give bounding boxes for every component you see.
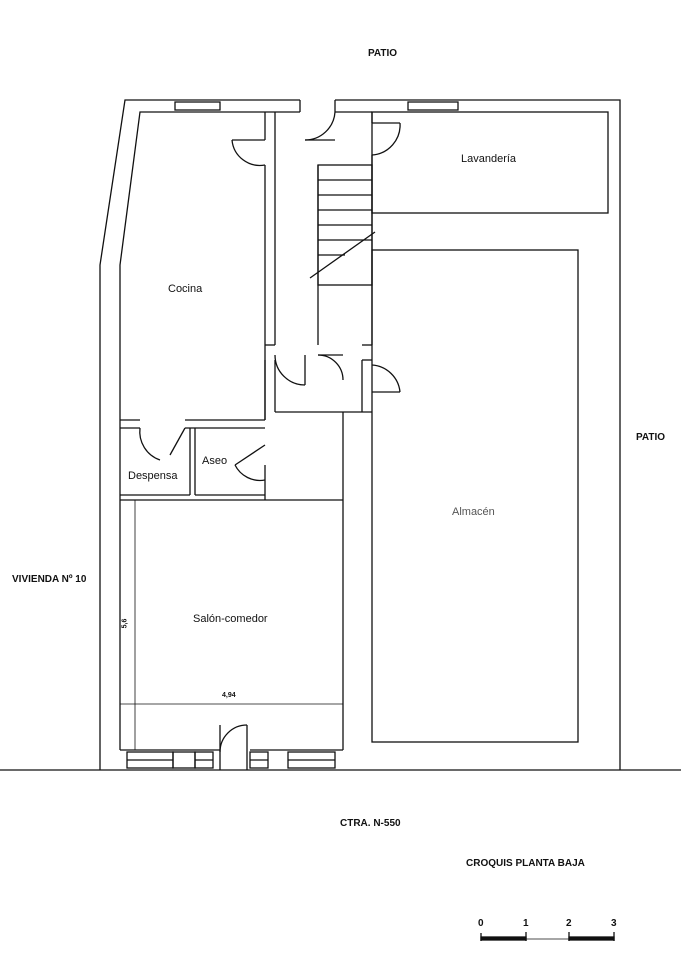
label-road: CTRA. N-550 (340, 818, 401, 829)
room-aseo: Aseo (202, 455, 228, 467)
entrance-door-swing (219, 724, 248, 753)
scale-bar (480, 932, 615, 941)
corridor-walls (264, 111, 401, 420)
room-salon: Salón-comedor (193, 613, 268, 625)
plan-title: CROQUIS PLANTA BAJA (466, 858, 585, 869)
staircase (309, 164, 376, 286)
almacen-room (371, 249, 579, 743)
label-top-patio: PATIO (368, 48, 398, 59)
bath-walls (120, 428, 343, 501)
scale-tick-0: 0 (478, 918, 484, 929)
window (174, 101, 221, 111)
room-despensa: Despensa (128, 470, 178, 482)
scale-tick-2: 2 (566, 918, 572, 929)
scale-tick-1: 1 (523, 918, 529, 929)
lavanderia-room (371, 111, 609, 214)
dimension-width: 4,94 (222, 692, 236, 699)
dimension-height: 5,6 (121, 618, 129, 629)
outer-walls (99, 99, 621, 770)
label-neighbor: VIVIENDA Nº 10 (12, 574, 87, 585)
scale-tick-3: 3 (611, 918, 617, 929)
window (407, 101, 459, 111)
room-lavanderia: Lavandería (461, 153, 517, 165)
room-cocina: Cocina (168, 283, 203, 295)
label-right-patio: PATIO (636, 432, 666, 443)
dimension-lines (120, 500, 343, 750)
room-almacen: Almacén (452, 506, 495, 518)
